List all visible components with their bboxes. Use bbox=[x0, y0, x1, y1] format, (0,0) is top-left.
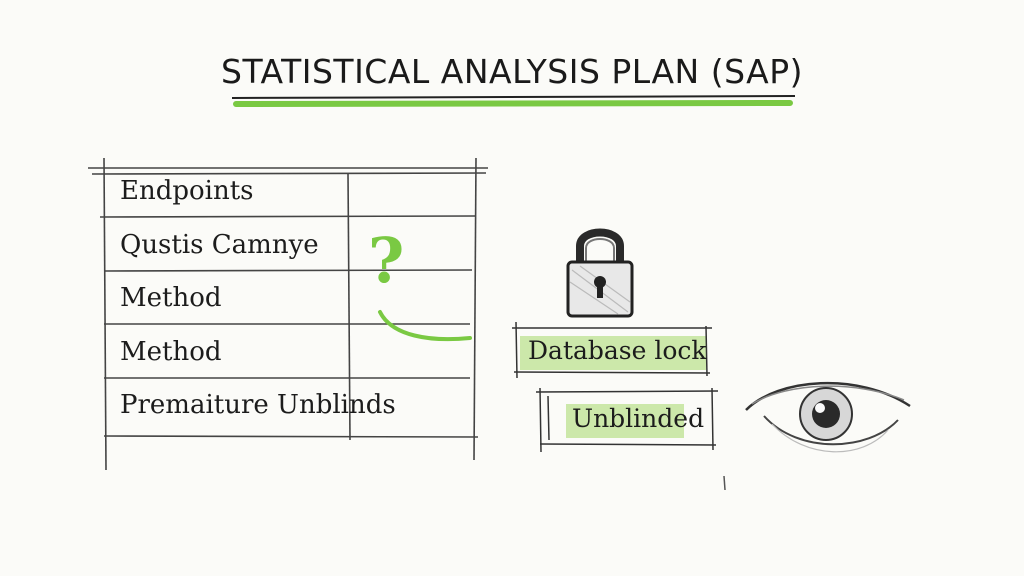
table-grid bbox=[88, 157, 488, 471]
table-row-1: Endpoints bbox=[120, 176, 254, 206]
database-lock-box bbox=[512, 321, 712, 379]
page-title: STATISTICAL ANALYSIS PLAN (SAP) bbox=[221, 52, 803, 91]
title-underline-highlight bbox=[233, 100, 793, 107]
eye-icon bbox=[745, 381, 911, 453]
unblinded-label: Unblinded bbox=[572, 404, 705, 433]
connector-curve bbox=[378, 310, 472, 342]
table-row-3: Method bbox=[120, 283, 222, 313]
table-row-4: Method bbox=[120, 337, 222, 367]
table-row-5: Premaiture Unblinds bbox=[120, 390, 396, 420]
question-mark: ? bbox=[368, 224, 405, 297]
unblinded-box bbox=[535, 387, 719, 453]
table-row-2: Qustis Camnye bbox=[120, 230, 319, 260]
database-lock-label: Database lock bbox=[528, 336, 707, 365]
padlock-icon bbox=[566, 228, 634, 318]
